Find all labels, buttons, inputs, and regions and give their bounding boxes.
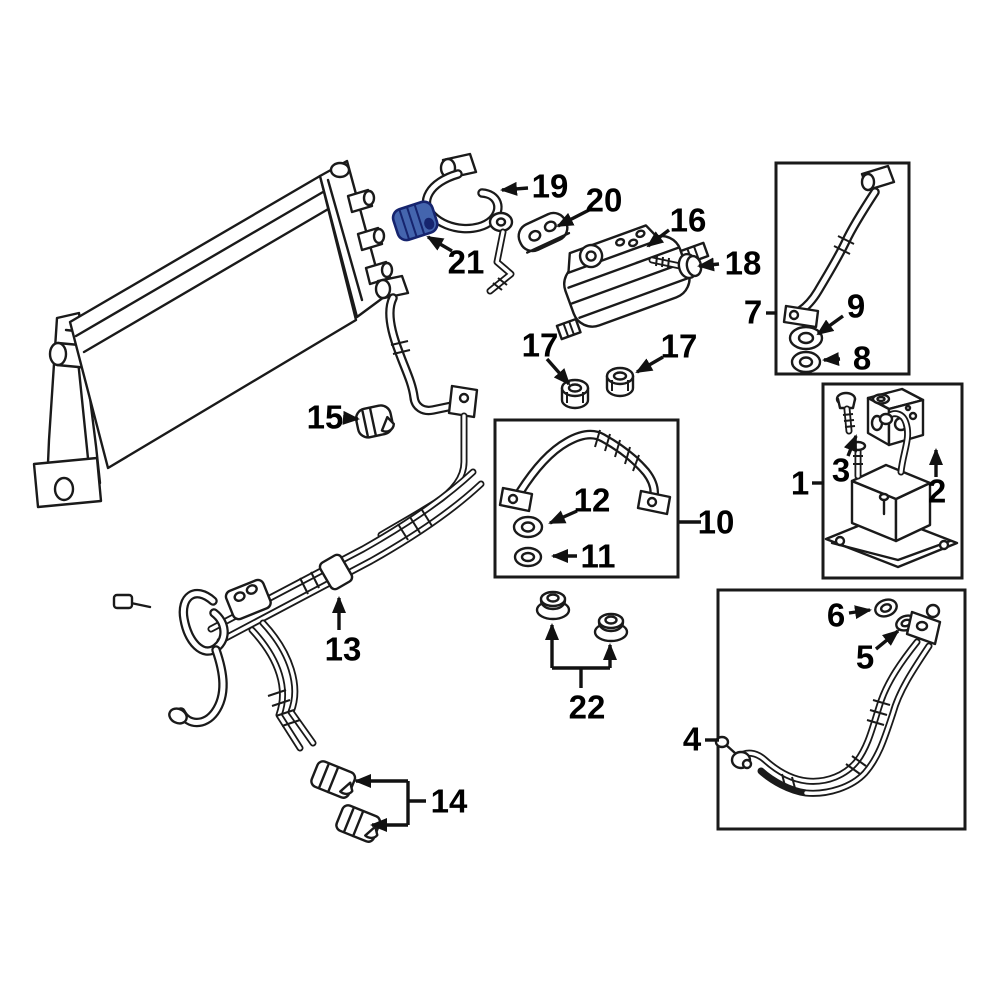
callout-3[interactable]: 3 bbox=[831, 451, 851, 489]
callout-20[interactable]: 20 bbox=[585, 181, 623, 219]
callout-21[interactable]: 21 bbox=[447, 243, 485, 281]
nut-17-left[interactable] bbox=[560, 378, 590, 410]
callout-8[interactable]: 8 bbox=[852, 339, 872, 377]
callout-19[interactable]: 19 bbox=[531, 167, 569, 205]
nut-17-right[interactable] bbox=[605, 366, 635, 398]
washer-9[interactable] bbox=[788, 325, 824, 351]
washer-6[interactable] bbox=[873, 597, 899, 620]
callout-11[interactable]: 11 bbox=[580, 537, 616, 575]
inset-box-1 bbox=[821, 382, 964, 580]
radiator[interactable] bbox=[32, 159, 394, 509]
clip-15[interactable] bbox=[354, 403, 396, 439]
callout-4[interactable]: 4 bbox=[682, 720, 702, 758]
callout-18[interactable]: 18 bbox=[724, 244, 762, 282]
callout-22[interactable]: 22 bbox=[568, 688, 606, 726]
bolt-3[interactable] bbox=[835, 391, 857, 435]
clip-14-upper[interactable] bbox=[310, 760, 359, 801]
callout-1[interactable]: 1 bbox=[790, 464, 810, 502]
washer-12[interactable] bbox=[512, 515, 544, 539]
line-assembly-13[interactable] bbox=[112, 274, 485, 752]
clip-21-highlighted[interactable] bbox=[391, 199, 440, 242]
bolt-18[interactable] bbox=[648, 252, 703, 280]
grommet-22-left[interactable] bbox=[535, 590, 571, 621]
callout-17-left[interactable]: 17 bbox=[521, 326, 559, 364]
callout-12[interactable]: 12 bbox=[573, 481, 611, 519]
callout-16[interactable]: 16 bbox=[669, 201, 707, 239]
cooler-assembly-1[interactable] bbox=[824, 387, 959, 569]
hose-7[interactable] bbox=[782, 164, 896, 374]
callout-15[interactable]: 15 bbox=[306, 398, 344, 436]
callout-5[interactable]: 5 bbox=[855, 638, 875, 676]
bracket-20[interactable] bbox=[514, 209, 571, 256]
callout-10[interactable]: 10 bbox=[697, 503, 735, 541]
grommet-22-right[interactable] bbox=[593, 612, 629, 643]
tube-10[interactable] bbox=[498, 429, 672, 568]
hose-pair-4[interactable] bbox=[714, 597, 942, 797]
inset-box-7 bbox=[774, 161, 911, 376]
callout-13[interactable]: 13 bbox=[324, 630, 362, 668]
inset-box-10 bbox=[493, 418, 680, 579]
callout-9[interactable]: 9 bbox=[846, 287, 866, 325]
callout-14[interactable]: 14 bbox=[430, 782, 468, 820]
callout-arrows bbox=[332, 181, 943, 832]
callout-2[interactable]: 2 bbox=[927, 472, 947, 510]
washer-8[interactable] bbox=[790, 350, 822, 374]
inset-box-4 bbox=[716, 588, 967, 831]
callout-7[interactable]: 7 bbox=[743, 293, 763, 331]
callout-17-right[interactable]: 17 bbox=[660, 327, 698, 365]
washer-11[interactable] bbox=[513, 546, 543, 568]
hose-19[interactable] bbox=[421, 152, 515, 295]
callout-6[interactable]: 6 bbox=[826, 596, 846, 634]
